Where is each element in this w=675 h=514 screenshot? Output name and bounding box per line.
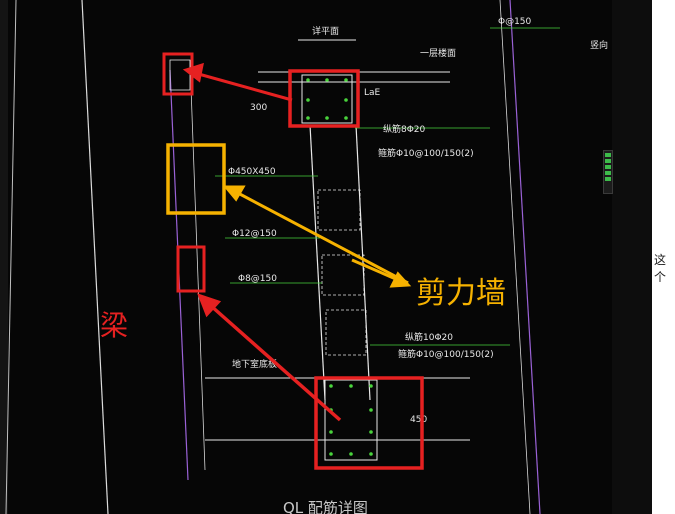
wall-stirrup-1	[317, 189, 361, 231]
beam-annotation: 梁	[100, 309, 129, 342]
drawing-caption: QL 配筋详图	[283, 499, 368, 514]
right-top-label: Φ@150	[498, 17, 532, 27]
monitor-bezel	[612, 0, 652, 514]
beam-section-small	[169, 59, 191, 91]
bar-spacing-1: Φ12@150	[232, 229, 277, 239]
red-box-bottom-column	[314, 376, 424, 470]
wall-stirrup-2	[321, 254, 365, 296]
anchor-label: LaE	[364, 88, 381, 98]
column-size: Φ450X450	[228, 167, 276, 177]
monitor-indicator	[603, 150, 613, 194]
orange-arrow-wall	[222, 185, 412, 288]
bottom-column-bars	[329, 384, 373, 456]
monitor-left-edge	[0, 0, 8, 514]
top-rebar-2: 箍筋Φ10@100/150(2)	[378, 147, 474, 159]
top-width-label: 详平面	[312, 25, 339, 37]
wall-right-edge	[355, 124, 371, 401]
top-column-bars	[306, 78, 348, 120]
top-column-section	[301, 74, 353, 124]
bar-spacing-2: Φ8@150	[238, 274, 277, 284]
shear-wall-annotation: 剪力墙	[416, 276, 506, 311]
top-rebar-1: 纵筋8Φ20	[383, 123, 426, 135]
red-box-top-column	[288, 69, 360, 128]
top-dim-text: 300	[250, 103, 267, 113]
bottom-column-section	[324, 379, 378, 461]
wall-left-edge	[309, 124, 326, 401]
white-gridline-right	[499, 0, 531, 514]
bottom-rebar-2: 箍筋Φ10@100/150(2)	[398, 348, 494, 360]
purple-gridline-right	[509, 0, 541, 514]
right-label: 竖向	[590, 39, 608, 51]
orange-box-wall	[166, 143, 226, 215]
wall-stirrup-3	[325, 309, 367, 356]
monitor-photo: 详平面 一层楼面 LaE 300 地下室底板 450	[0, 0, 652, 514]
cad-drawing: 详平面 一层楼面 LaE 300 地下室底板 450	[5, 0, 608, 514]
red-box-beam-mid	[176, 245, 206, 293]
white-gridline-left	[189, 59, 206, 471]
panel-line-edge	[5, 0, 17, 514]
floor-label: 地下室底板	[232, 358, 277, 370]
side-note-text: 这个	[654, 253, 667, 284]
slab-label: 一层楼面	[420, 47, 456, 59]
bottom-dim-text: 450	[410, 415, 427, 425]
red-arrow-top	[182, 62, 293, 102]
bottom-rebar-1: 纵筋10Φ20	[405, 331, 453, 343]
panel-line-left	[81, 0, 109, 514]
red-arrow-bottom	[197, 293, 342, 422]
